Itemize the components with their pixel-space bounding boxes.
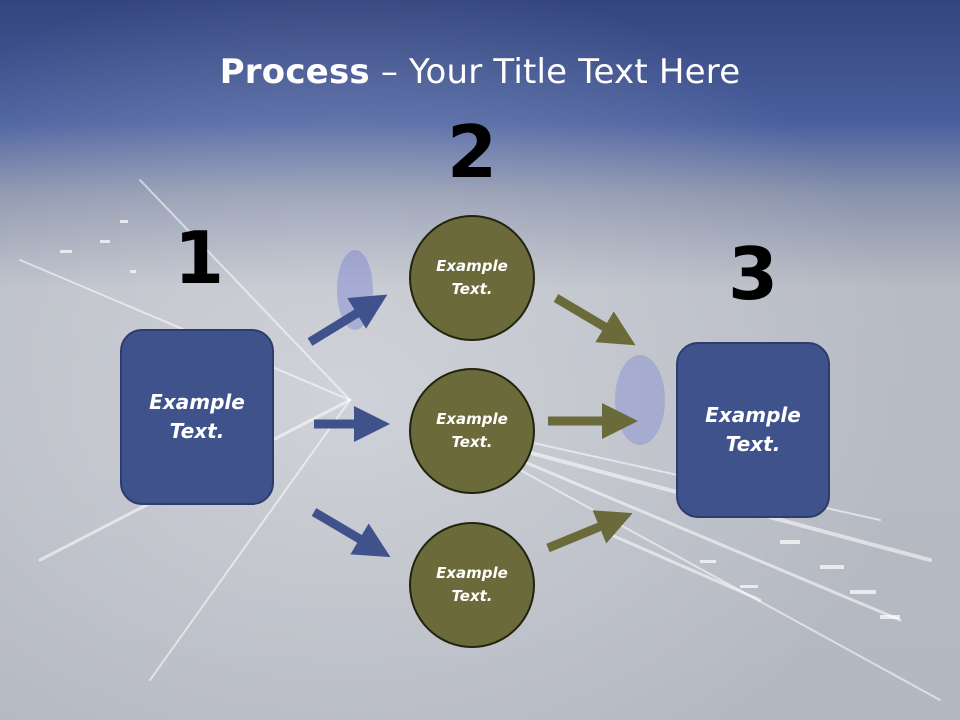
title-rest: – Your Title Text Here (369, 52, 741, 92)
circle-top: Example Text. (409, 215, 535, 341)
right-box: Example Text. (676, 342, 830, 518)
circle-middle-text: Example Text. (436, 410, 508, 451)
arrow-bottom-to-right (546, 510, 633, 553)
arrow-left-to-bottom (311, 508, 391, 558)
title-bold: Process (219, 52, 370, 92)
step-number-2: 2 (446, 110, 498, 194)
circle-bottom-text: Example Text. (436, 564, 508, 605)
slide-title: Process – Your Title Text Here (0, 52, 960, 92)
arrow-top-to-right (553, 294, 636, 346)
circle-top-text: Example Text. (436, 257, 508, 298)
step-number-3: 3 (727, 232, 779, 316)
circle-bottom: Example Text. (409, 522, 535, 648)
circle-middle: Example Text. (409, 368, 535, 494)
arrow-left-to-top (307, 294, 388, 346)
step-number-1: 1 (173, 216, 225, 300)
right-box-text: Example Text. (705, 403, 801, 456)
left-box-text: Example Text. (149, 390, 245, 443)
left-box: Example Text. (120, 329, 274, 505)
